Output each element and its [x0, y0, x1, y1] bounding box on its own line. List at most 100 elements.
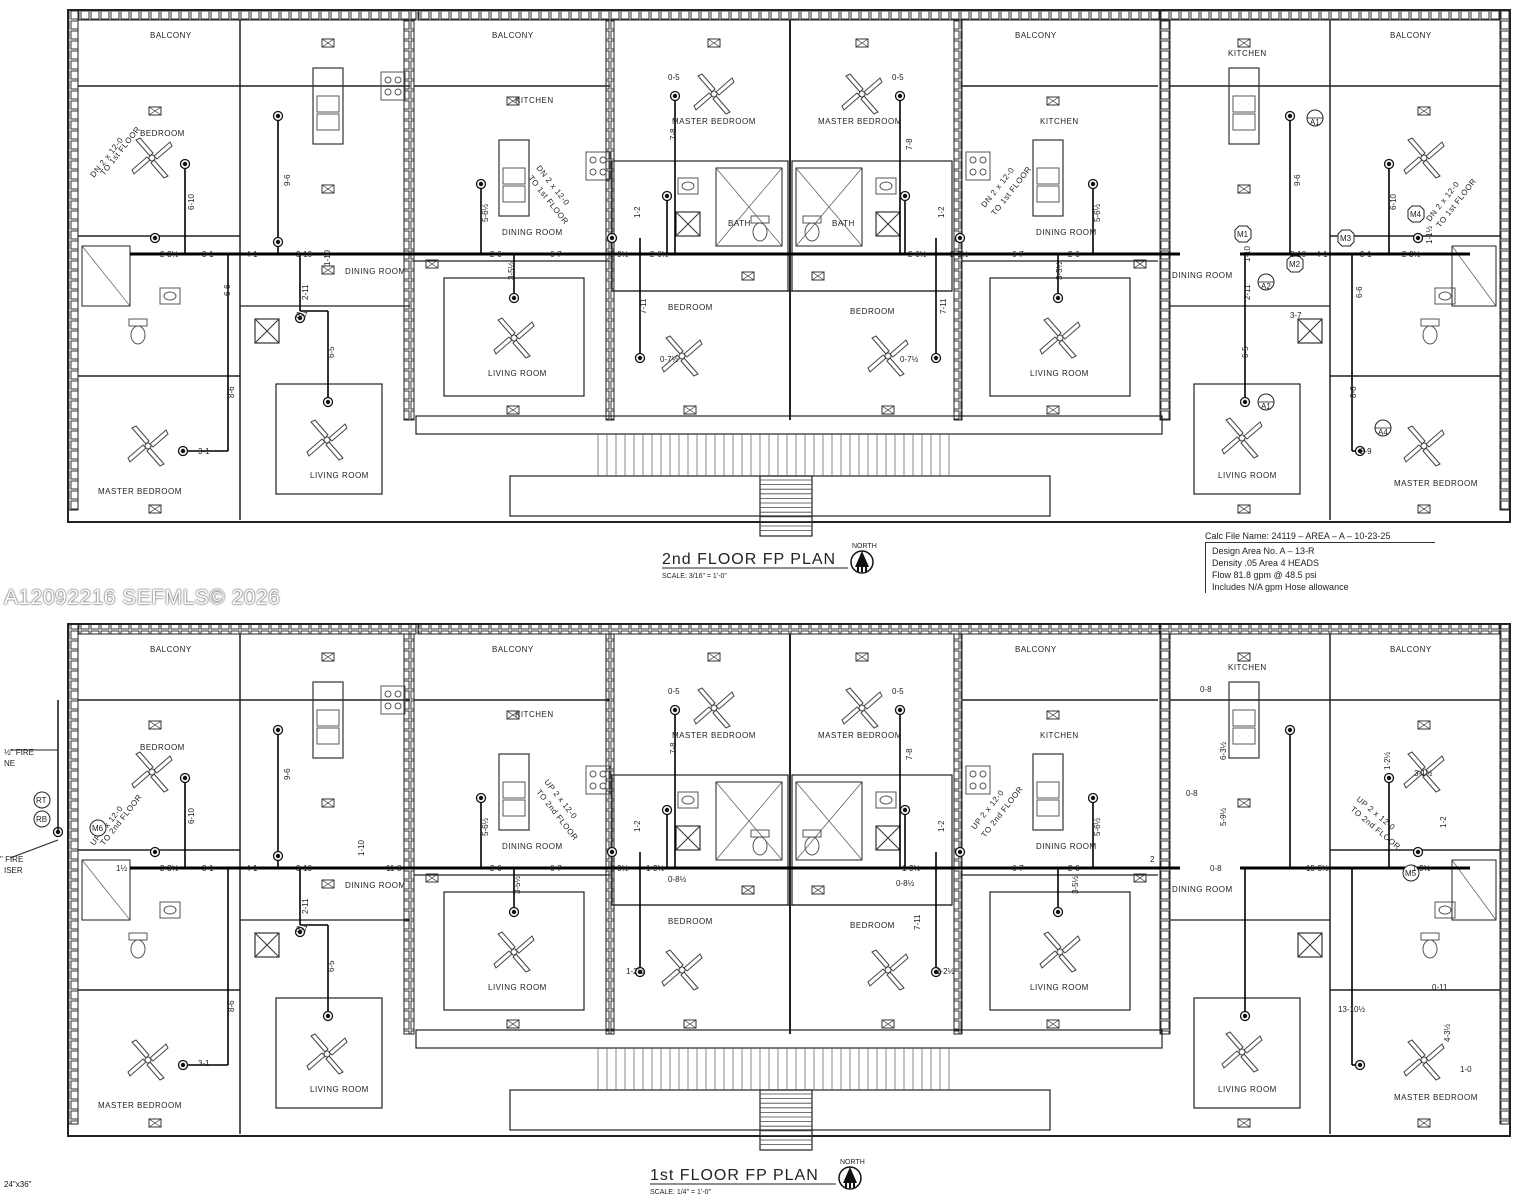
hvac-vent-icon	[741, 271, 755, 281]
dimension-label: 2-6	[1068, 250, 1080, 259]
sink	[677, 791, 699, 809]
room-label-balcony: BALCONY	[1390, 31, 1432, 40]
sink	[677, 177, 699, 195]
hvac-vent-icon	[811, 271, 825, 281]
room-label-kitchen: KITCHEN	[1040, 117, 1079, 126]
dimension-label: 0-11	[1432, 983, 1448, 992]
dimension-label: 2-11	[301, 898, 310, 914]
dimension-label: 3-7	[296, 311, 308, 320]
masonry-wall	[67, 9, 79, 511]
dimension-label: 6-7	[1012, 864, 1024, 873]
dimension-label: 3-1½	[1414, 769, 1433, 778]
dimension-label: 6-3½	[1219, 741, 1228, 760]
room-label-master-bedroom: MASTER BEDROOM	[98, 1101, 182, 1110]
dimension-label: 9-6	[283, 174, 292, 186]
sprinkler-head-icon	[606, 846, 618, 858]
hvac-vent-icon	[1046, 1019, 1060, 1029]
sink	[159, 901, 181, 919]
tub-line	[795, 781, 863, 861]
dimension-label: 5-6½	[1093, 817, 1102, 836]
dimension-label: 3-5½	[507, 261, 516, 280]
section-tag-label: A1	[1310, 118, 1320, 127]
north-label: NORTH	[852, 543, 877, 550]
dimension-label: 2-3½	[160, 864, 179, 873]
dimension-label: 0-8½	[896, 879, 915, 888]
sprinkler-head-icon	[606, 232, 618, 244]
room-label-dining-room: DINING ROOM	[1036, 228, 1097, 237]
leader-line	[9, 839, 59, 859]
masonry-wall	[605, 19, 615, 421]
masonry-wall	[953, 19, 963, 421]
plan-title: 2nd FLOOR FP PLAN	[662, 551, 836, 568]
section-tag-label: A1	[1261, 402, 1271, 411]
masonry-wall	[67, 623, 417, 635]
dimension-label: 6-7	[550, 864, 562, 873]
sprinkler-head-icon	[899, 190, 911, 202]
hvac-vent-icon	[811, 885, 825, 895]
living-room-tray	[989, 277, 1131, 397]
building-outline	[67, 9, 1511, 523]
hvac-vent-icon	[1417, 1118, 1431, 1128]
dimension-label: 2-11	[1243, 284, 1252, 300]
sprinkler-head-icon	[322, 396, 334, 408]
dimension-label: 6-10	[1389, 193, 1398, 210]
dimension-label: 3-5½	[513, 875, 522, 894]
hvac-vent-icon	[321, 798, 335, 808]
sprinkler-head-icon	[1087, 178, 1099, 190]
dimension-label: 7-8	[905, 748, 914, 760]
riser-tag-label: RB	[36, 815, 47, 824]
sprinkler-head-icon	[1383, 772, 1395, 784]
dimension-label: 2-9½	[610, 864, 629, 873]
hvac-vent-icon	[683, 405, 697, 415]
room-label-living-room: LIVING ROOM	[310, 1085, 369, 1094]
hvac-vent-icon	[1237, 504, 1251, 514]
dimension-label: 7-8	[669, 742, 678, 754]
dimension-label: 2-11	[301, 284, 310, 300]
dimension-label: 4-1	[1316, 250, 1328, 259]
room-label-bath: BATH	[728, 219, 751, 228]
dimension-label: 2-6	[1068, 864, 1080, 873]
hvac-vent-icon	[1046, 710, 1060, 720]
dimension-label: 3-5½	[1071, 875, 1080, 894]
masonry-wall	[1499, 623, 1511, 1125]
tub-line	[795, 167, 863, 247]
dimension-label: 3-5½	[1055, 261, 1064, 280]
calc-file-name: Calc File Name: 24119 – AREA – A – 10-23…	[1205, 531, 1391, 541]
dimension-label: 5-9½	[1219, 807, 1228, 826]
sprinkler-head-icon	[1354, 1059, 1366, 1071]
hvac-vent-icon	[148, 106, 162, 116]
hvac-vent-icon	[1046, 96, 1060, 106]
dimension-label: 0-8	[1200, 685, 1212, 694]
room-label-bath: BATH	[832, 219, 855, 228]
kitchen-island	[1032, 753, 1064, 831]
watermark: A12092216 SEFMLS© 2026	[4, 586, 281, 609]
ceiling-fan-icon	[1403, 137, 1445, 179]
kitchen-island	[312, 67, 344, 145]
room-label-living-room: LIVING ROOM	[1218, 471, 1277, 480]
hvac-vent-icon	[321, 38, 335, 48]
dimension-label: 0-5	[668, 687, 680, 696]
dimension-label: 6-7	[550, 250, 562, 259]
dimension-label: 2-6	[490, 864, 502, 873]
north-arrow-icon	[855, 551, 869, 567]
room-label-kitchen: KITCHEN	[515, 710, 554, 719]
valve-tag-label: M3	[1340, 234, 1352, 243]
dimension-label: 3-1	[198, 1059, 210, 1068]
room-label-dining-room: DINING ROOM	[1172, 885, 1233, 894]
masonry-wall	[417, 623, 1161, 635]
valve-tag	[1407, 205, 1425, 223]
masonry-wall	[1159, 623, 1511, 635]
dimension-label: 8-6	[1349, 386, 1358, 398]
hvac-vent-icon	[148, 504, 162, 514]
hvac-vent-icon	[1417, 720, 1431, 730]
north-arrow-icon	[843, 1167, 857, 1183]
dimension-label: 3-1	[198, 447, 210, 456]
dimension-label: 3-10	[1290, 250, 1307, 259]
dimension-label: 8-6	[227, 386, 236, 398]
calc-flow: Flow 81.8 gpm @ 48.5 psi	[1212, 570, 1317, 580]
sprinkler-head-icon	[475, 178, 487, 190]
room-label-balcony: BALCONY	[1015, 31, 1057, 40]
valve-tag-label: M4	[1410, 210, 1422, 219]
